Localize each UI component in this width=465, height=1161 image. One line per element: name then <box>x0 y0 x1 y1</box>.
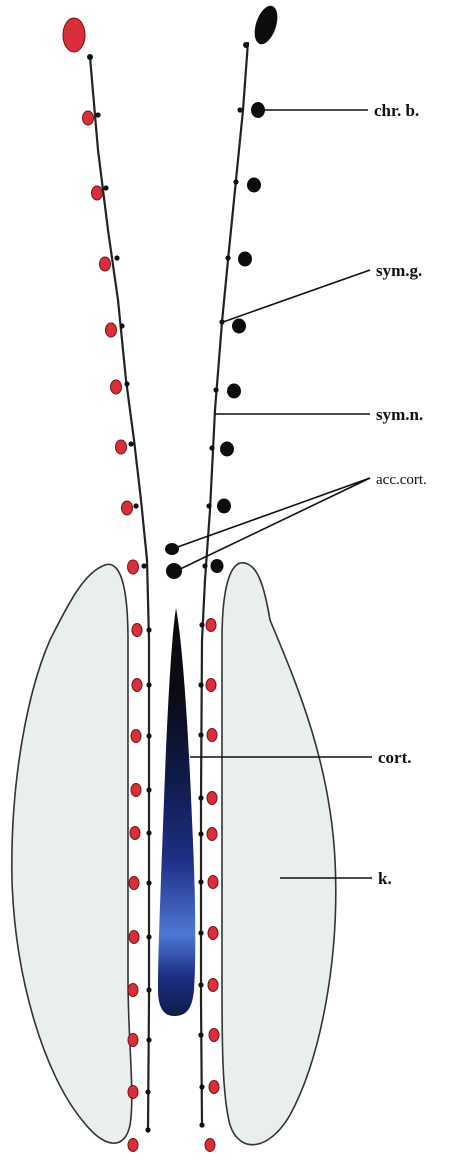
right-red-ganglia <box>205 619 219 1152</box>
label-cort: cort. <box>378 748 412 767</box>
black-ganglion-icon <box>211 559 224 573</box>
red-ganglion-icon <box>209 1081 219 1094</box>
red-ganglion-icon <box>132 679 142 692</box>
red-ganglion-icon <box>128 1034 138 1047</box>
black-ganglion-icon <box>247 178 261 193</box>
black-ganglion-icon <box>250 3 281 47</box>
red-ganglion-icon <box>92 186 103 200</box>
red-ganglion-icon <box>205 1139 215 1152</box>
label-sym-g: sym.g. <box>376 261 422 280</box>
red-ganglion-icon <box>128 1086 138 1099</box>
red-ganglion-icon <box>130 827 140 840</box>
leader-acc-cort-lower <box>176 478 370 571</box>
red-ganglion-icon <box>207 729 217 742</box>
red-ganglion-icon <box>83 111 94 125</box>
red-ganglion-icon <box>128 560 139 574</box>
red-ganglion-icon <box>206 679 216 692</box>
left-kidney <box>12 564 132 1143</box>
red-ganglion-icon <box>128 1139 138 1152</box>
red-ganglion-icon <box>209 1029 219 1042</box>
accessory-cortex-lower <box>166 563 182 579</box>
red-ganglion-icon <box>129 931 139 944</box>
red-ganglion-icon <box>116 440 127 454</box>
red-ganglion-icon <box>131 730 141 743</box>
black-ganglion-icon <box>220 442 234 457</box>
red-ganglion-icon <box>207 828 217 841</box>
label-acc-cort: acc.cort. <box>376 472 427 488</box>
right-kidney <box>222 563 336 1145</box>
red-ganglion-icon <box>111 380 122 394</box>
black-ganglion-icon <box>238 252 252 267</box>
label-chr-b: chr. b. <box>374 101 419 120</box>
red-ganglion-icon <box>129 877 139 890</box>
red-ganglion-icon <box>106 323 117 337</box>
black-ganglion-icon <box>232 319 246 334</box>
label-sym-n: sym.n. <box>376 405 423 424</box>
red-ganglion-icon <box>128 984 138 997</box>
red-ganglion-icon <box>208 876 218 889</box>
label-k: k. <box>378 869 392 888</box>
leader-acc-cort-upper <box>172 478 370 549</box>
red-ganglion-icon <box>100 257 111 271</box>
leader-sym-g <box>223 270 370 322</box>
red-ganglion-icon <box>208 927 218 940</box>
red-ganglion-icon <box>122 501 133 515</box>
red-ganglion-icon <box>131 784 141 797</box>
red-ganglion-icon <box>63 18 85 52</box>
black-ganglion-icon <box>217 499 231 514</box>
red-ganglion-icon <box>208 979 218 992</box>
red-ganglion-icon <box>132 624 142 637</box>
cortex-body <box>158 608 195 1016</box>
red-ganglion-icon <box>207 792 217 805</box>
red-ganglion-icon <box>206 619 216 632</box>
right-black-ganglia <box>211 3 282 573</box>
black-ganglion-icon <box>227 384 241 399</box>
